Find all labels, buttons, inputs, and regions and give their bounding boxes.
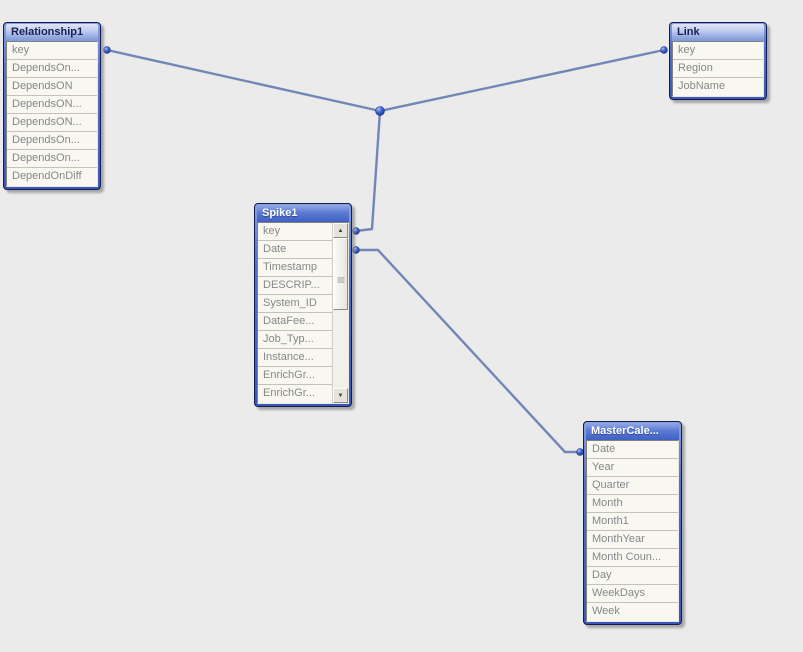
field-row-key[interactable]: key — [7, 42, 97, 60]
connection-line — [378, 48, 666, 113]
scroll-down-icon: ▼ — [337, 392, 344, 399]
scrollbar[interactable]: ▲▼ — [332, 223, 348, 403]
connection-point — [352, 246, 360, 254]
scrollbar-thumb[interactable] — [333, 238, 348, 310]
field-row-day[interactable]: Day — [587, 567, 678, 585]
field-row-dependondiff[interactable]: DependOnDiff — [7, 168, 97, 186]
field-row-enrichgr[interactable]: EnrichGr... — [258, 367, 332, 385]
connection-point — [352, 227, 360, 235]
table-header-spike1[interactable]: Spike1 — [257, 205, 349, 222]
field-row-quarter[interactable]: Quarter — [587, 477, 678, 495]
field-row-datafee[interactable]: DataFee... — [258, 313, 332, 331]
field-row-date[interactable]: Date — [258, 241, 332, 259]
field-row-dependson[interactable]: DependsOn... — [7, 132, 97, 150]
scroll-down-button[interactable]: ▼ — [333, 388, 348, 403]
field-row-descrip[interactable]: DESCRIP... — [258, 277, 332, 295]
field-row-week[interactable]: Week — [587, 603, 678, 621]
field-row-timestamp[interactable]: Timestamp — [258, 259, 332, 277]
field-row-instance[interactable]: Instance... — [258, 349, 332, 367]
field-row-key[interactable]: key — [673, 42, 763, 60]
thumb-grip-icon — [337, 277, 344, 283]
connection-point — [103, 46, 111, 54]
field-row-year[interactable]: Year — [587, 459, 678, 477]
scrollbar-track[interactable] — [333, 238, 348, 388]
field-row-system-id[interactable]: System_ID — [258, 295, 332, 313]
field-row-month-coun[interactable]: Month Coun... — [587, 549, 678, 567]
table-header-relationship1[interactable]: Relationship1 — [6, 24, 98, 41]
connection-point — [660, 46, 668, 54]
field-row-job-typ[interactable]: Job_Typ... — [258, 331, 332, 349]
field-row-month1[interactable]: Month1 — [587, 513, 678, 531]
field-row-monthyear[interactable]: MonthYear — [587, 531, 678, 549]
field-row-month[interactable]: Month — [587, 495, 678, 513]
field-row-dependson[interactable]: DependsON... — [7, 114, 97, 132]
field-row-dependson[interactable]: DependsON — [7, 78, 97, 96]
connection-line — [105, 48, 382, 113]
table-header-mastercalendar[interactable]: MasterCale... — [586, 423, 679, 440]
field-row-enrichgr[interactable]: EnrichGr... — [258, 385, 332, 403]
scroll-up-button[interactable]: ▲ — [333, 223, 348, 238]
scroll-up-icon: ▲ — [337, 227, 344, 234]
field-row-dependson[interactable]: DependsOn... — [7, 60, 97, 78]
connection-line — [354, 248, 582, 454]
field-row-weekdays[interactable]: WeekDays — [587, 585, 678, 603]
field-row-dependson[interactable]: DependsOn... — [7, 150, 97, 168]
field-row-region[interactable]: Region — [673, 60, 763, 78]
connection-line — [354, 109, 382, 233]
field-row-date[interactable]: Date — [587, 441, 678, 459]
field-row-dependson[interactable]: DependsON... — [7, 96, 97, 114]
junction-point — [375, 106, 385, 116]
table-header-link[interactable]: Link — [672, 24, 764, 41]
field-row-key[interactable]: key — [258, 223, 332, 241]
field-row-jobname[interactable]: JobName — [673, 78, 763, 96]
